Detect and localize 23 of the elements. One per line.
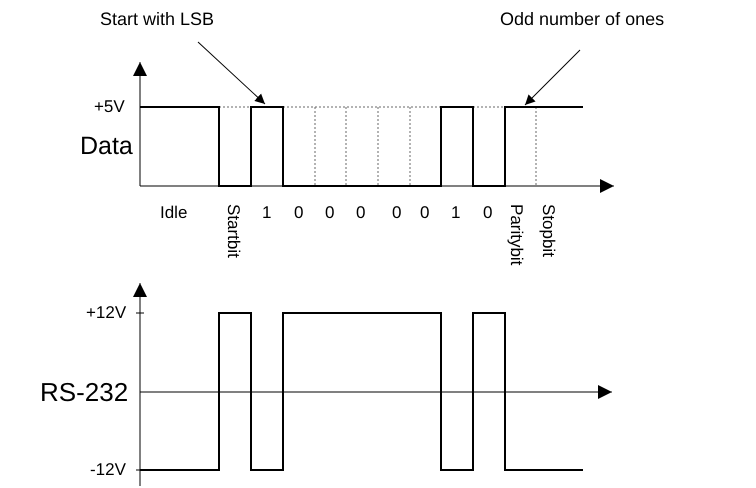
waveform — [140, 312, 583, 471]
bit-label: Startbit — [225, 204, 242, 258]
voltage-label: +12V — [86, 304, 126, 321]
bit-label: Stopbit — [540, 204, 557, 257]
bit-value: 1 — [262, 204, 272, 221]
bit-value: 0 — [356, 204, 366, 221]
signal-name: Data — [80, 134, 133, 159]
leader-line — [524, 50, 580, 106]
callout-text: Odd number of ones — [500, 10, 664, 28]
signal-name: RS-232 — [40, 379, 128, 405]
waveform — [140, 106, 583, 187]
bit-value: 0 — [420, 204, 430, 221]
bit-value: 1 — [451, 204, 460, 221]
bit-label: Idle — [160, 204, 188, 221]
voltage-label: +5V — [94, 98, 125, 115]
leader-line — [198, 42, 266, 104]
bit-label: Paritybit — [508, 204, 525, 266]
bit-value: 0 — [392, 204, 402, 221]
bit-value: 0 — [483, 204, 492, 221]
bit-value: 0 — [294, 204, 304, 221]
voltage-label: -12V — [90, 461, 126, 478]
bit-value: 0 — [325, 204, 334, 221]
callout-text: Start with LSB — [100, 10, 214, 28]
